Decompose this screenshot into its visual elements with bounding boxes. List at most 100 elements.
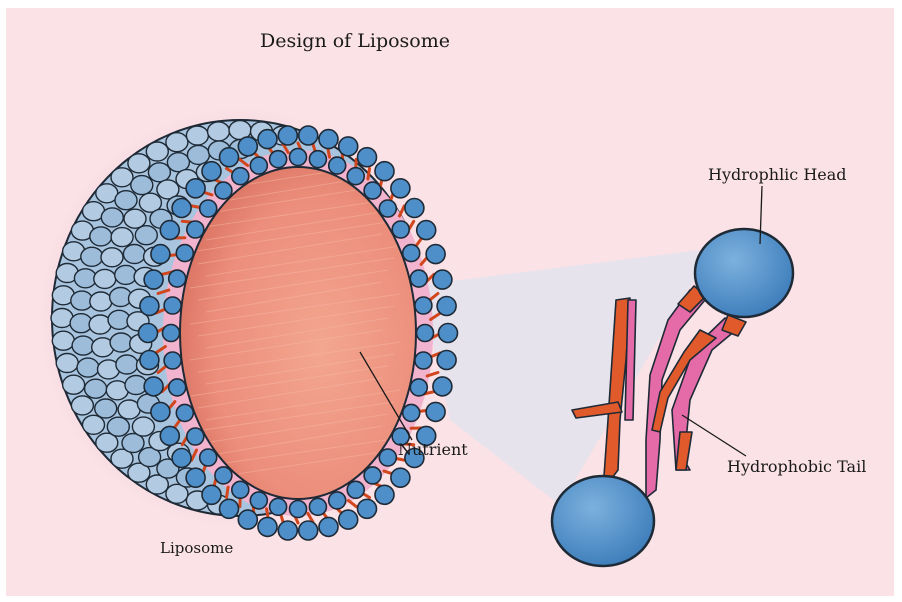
bilayer-head <box>250 492 267 509</box>
bilayer-head <box>144 270 163 289</box>
surface-bead <box>186 126 208 145</box>
bilayer-head <box>375 162 394 181</box>
tail-tick <box>227 487 229 498</box>
bilayer-head <box>258 130 277 149</box>
bilayer-head <box>238 137 257 156</box>
bilayer-head <box>403 404 420 421</box>
surface-bead <box>77 358 99 377</box>
bilayer-head <box>391 179 410 198</box>
bilayer-head <box>439 324 458 343</box>
surface-bead <box>95 399 117 418</box>
surface-bead <box>63 375 85 394</box>
surface-bead <box>56 354 78 373</box>
bilayer-head <box>375 485 394 504</box>
bilayer-head <box>358 499 377 518</box>
surface-bead <box>148 163 170 182</box>
bilayer-head <box>200 200 217 217</box>
diagram-title: Design of Liposome <box>260 30 450 52</box>
bilayer-head <box>309 151 326 168</box>
bilayer-head <box>410 270 427 287</box>
bilayer-head <box>392 221 409 238</box>
bilayer-head <box>160 221 179 240</box>
bilayer-head <box>417 221 436 240</box>
bilayer-head <box>347 481 364 498</box>
bilayer-head <box>417 325 434 342</box>
bilayer-head <box>347 168 364 185</box>
bilayer-head <box>202 485 221 504</box>
bilayer-head <box>379 449 396 466</box>
bilayer-head <box>164 352 181 369</box>
surface-bead <box>135 226 157 245</box>
bilayer-head <box>309 498 326 515</box>
bilayer-head <box>270 498 287 515</box>
bilayer-head <box>290 501 307 518</box>
bilayer-head <box>415 297 432 314</box>
surface-bead <box>85 379 107 398</box>
bilayer-head <box>299 126 318 145</box>
surface-bead <box>83 415 105 434</box>
surface-bead <box>52 331 74 350</box>
bilayer-head <box>258 517 277 536</box>
surface-bead <box>90 227 112 246</box>
bilayer-head <box>319 517 338 536</box>
surface-bead <box>146 142 168 161</box>
bilayer-head <box>140 351 159 370</box>
surface-bead <box>90 292 112 311</box>
bilayer-head <box>186 179 205 198</box>
bilayer-head <box>299 521 318 540</box>
surface-bead <box>116 355 138 374</box>
bilayer-head <box>202 162 221 181</box>
bilayer-head <box>172 449 191 468</box>
bilayer-head <box>278 126 297 145</box>
surface-bead <box>128 154 150 173</box>
surface-bead <box>101 208 123 227</box>
liposome-label: Liposome <box>160 539 233 557</box>
hydrophilic-head-top <box>695 229 793 317</box>
hydrophilic-head-bottom <box>552 476 654 566</box>
bilayer-head <box>140 297 159 316</box>
surface-bead <box>187 145 209 164</box>
bilayer-head <box>250 157 267 174</box>
surface-bead <box>81 247 103 266</box>
surface-bead <box>132 417 154 436</box>
surface-bead <box>94 269 116 288</box>
surface-bead <box>124 209 146 228</box>
surface-bead <box>111 168 133 187</box>
bilayer-head <box>426 402 445 421</box>
tail-tick <box>368 169 370 180</box>
bilayer-head <box>187 428 204 445</box>
bilayer-head <box>151 245 170 264</box>
bilayer-head <box>160 426 179 445</box>
tail-tick <box>348 501 356 507</box>
bilayer-head <box>415 352 432 369</box>
nutrient-label: Nutrient <box>398 440 468 459</box>
bilayer-head <box>433 270 452 289</box>
hydrophilic-head-label: Hydrophlic Head <box>708 165 847 184</box>
bilayer-head <box>186 468 205 487</box>
surface-bead <box>74 269 96 288</box>
bilayer-head <box>163 325 180 342</box>
bilayer-head <box>187 221 204 238</box>
surface-bead <box>131 176 153 195</box>
surface-bead <box>71 396 93 415</box>
bilayer-head <box>270 151 287 168</box>
bilayer-head <box>172 199 191 218</box>
bilayer-head <box>232 481 249 498</box>
bilayer-head <box>200 449 217 466</box>
bilayer-head <box>169 379 186 396</box>
bilayer-head <box>176 404 193 421</box>
bilayer-head <box>164 297 181 314</box>
bilayer-head <box>410 379 427 396</box>
surface-bead <box>115 191 137 210</box>
bilayer-head <box>169 270 186 287</box>
bilayer-head <box>405 199 424 218</box>
surface-bead <box>208 122 230 141</box>
hydrophobic-tail-label: Hydrophobic Tail <box>727 457 866 476</box>
surface-bead <box>166 133 188 152</box>
bilayer-head <box>437 297 456 316</box>
bilayer-head <box>379 200 396 217</box>
surface-bead <box>101 248 123 267</box>
surface-bead <box>72 336 94 355</box>
